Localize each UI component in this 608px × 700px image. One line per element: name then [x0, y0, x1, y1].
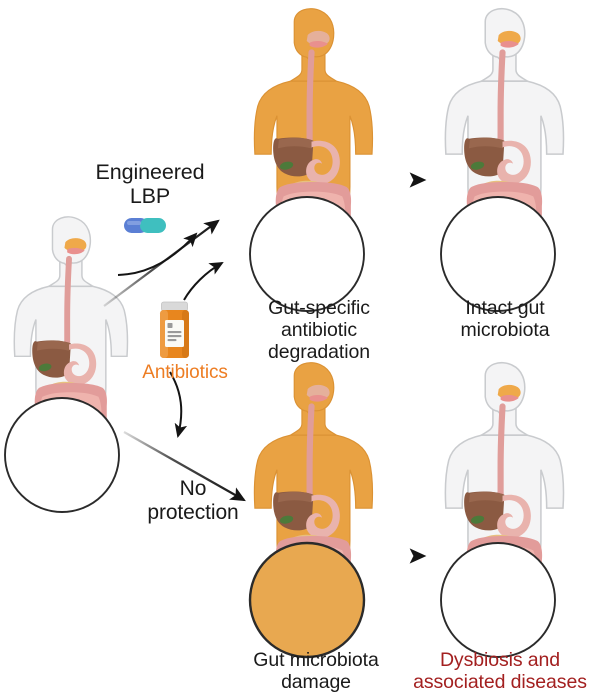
label-gut-microbiota-damage: Gut microbiota damage — [253, 649, 379, 693]
microbiota-circle-lbp — [249, 196, 365, 312]
panel-bottom-right-human — [440, 361, 565, 658]
microbiota-circle-damaged — [248, 541, 366, 659]
microbiota-circle-source — [4, 397, 120, 513]
panel-top-center-human — [249, 8, 374, 312]
label-no-protection: No protection — [147, 477, 239, 524]
label-gut-specific-degradation: Gut-specific antibiotic degradation — [268, 297, 370, 363]
microbiota-circle-dysbiotic — [440, 542, 556, 658]
arrow-antibiotics-upper-curve — [183, 262, 224, 301]
panel-top-right-human — [440, 7, 565, 312]
microbiota-circle-intact — [440, 196, 556, 312]
lbp-capsule-icon — [124, 218, 166, 233]
arrow-no-protection-to-bottom-gut — [123, 431, 246, 502]
arrow-antibiotics-to-no-protection — [169, 371, 188, 438]
label-intact-gut-microbiota: Intact gut microbiota — [460, 297, 550, 341]
pill-bottle-icon — [160, 301, 189, 358]
arrow-lbp-to-top-gut — [117, 232, 198, 276]
panel-source-human — [4, 216, 129, 513]
label-dysbiosis-associated-diseases: Dysbiosis and associated diseases — [413, 649, 587, 693]
arrow-antibiotics-to-top-gut — [103, 219, 220, 307]
label-engineered-lbp: Engineered LBP — [95, 160, 205, 209]
panel-bottom-center-human — [248, 362, 374, 659]
label-antibiotics: Antibiotics — [142, 362, 228, 383]
